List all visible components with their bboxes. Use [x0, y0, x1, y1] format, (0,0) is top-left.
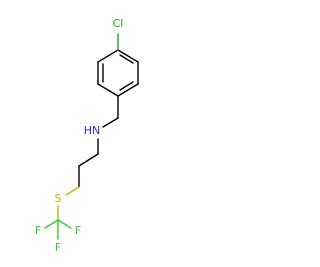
- amine-atom-label: HN: [84, 124, 101, 137]
- chain-to-sulfur-bond: [65, 186, 80, 196]
- benzylic-to-nitrogen-bond: [102, 117, 119, 128]
- fluorine-left-atom-label: F: [35, 224, 41, 237]
- ring-inner-bond: [119, 54, 134, 64]
- carbon-fluorine-bond-left: [44, 219, 59, 229]
- chain-bond: [78, 153, 99, 167]
- fluorine-right-atom-label: F: [75, 224, 81, 237]
- ring-bond: [97, 83, 119, 97]
- chemical-structure: Cl HN S F F F: [35, 17, 139, 254]
- ring-inner-bond: [119, 81, 134, 91]
- carbon-fluorine-bond-right: [57, 219, 72, 229]
- chlorine-atom-label: Cl: [113, 17, 124, 30]
- ring-bond: [97, 49, 119, 63]
- ring-bond: [117, 83, 139, 97]
- fluorine-bottom-atom-label: F: [55, 241, 61, 254]
- ring-bond: [117, 49, 139, 63]
- benzene-ring: [97, 49, 139, 97]
- sulfur-atom-label: S: [55, 192, 62, 205]
